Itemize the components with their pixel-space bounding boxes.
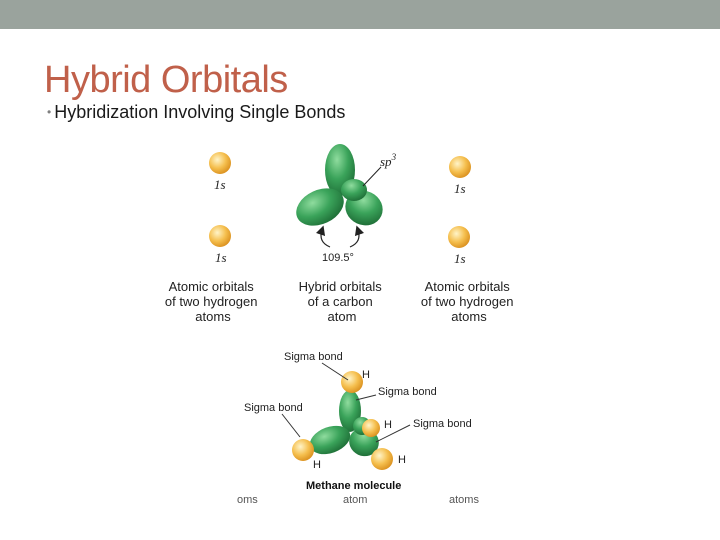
hydrogen-label-left: H	[313, 459, 321, 471]
hydrogen-label-back: H	[384, 419, 392, 431]
methane-h-top	[341, 371, 363, 393]
methane-lobe-left	[309, 425, 351, 455]
leader-sigma-right	[375, 424, 411, 443]
h-1s-orbital-left-top	[209, 152, 231, 174]
methane-h-back	[362, 419, 380, 437]
sigma-bond-label-upper-right: Sigma bond	[378, 386, 437, 398]
bullet-item: •Hybridization Involving Single Bonds	[47, 101, 345, 125]
sigma-bond-label-top: Sigma bond	[284, 351, 343, 363]
methane-h-left	[292, 439, 314, 461]
bullet-text: Hybridization Involving Single Bonds	[54, 102, 346, 122]
top-diagram: 1s 1s 1s 1s sp3 109.5° Atomic orbitals o…	[165, 144, 517, 324]
leader-sigma-upper-right	[355, 394, 377, 401]
bullet-marker: •	[47, 105, 52, 119]
obscured-caption-center: atom	[343, 494, 367, 506]
label-1s-left-bottom: 1s	[215, 250, 227, 265]
sp3-lobe-left	[296, 188, 344, 226]
sp3-pointer-line	[362, 166, 382, 187]
sigma-bond-label-right: Sigma bond	[413, 418, 472, 430]
methane-caption: Methane molecule	[306, 480, 401, 492]
h-1s-orbital-left-bottom	[209, 225, 231, 247]
label-1s-right-bottom: 1s	[454, 251, 466, 266]
sigma-bond-label-left: Sigma bond	[244, 402, 303, 414]
sp3-label: sp3	[380, 152, 397, 169]
sp3-lobe-back	[341, 179, 367, 201]
top-bar	[0, 0, 720, 29]
h-1s-orbital-right-bottom	[448, 226, 470, 248]
caption-center: Hybrid orbitals of a carbon atom	[299, 279, 386, 324]
caption-left: Atomic orbitals of two hydrogen atoms	[165, 279, 261, 324]
angle-arrow-left	[315, 225, 331, 248]
label-1s-right-top: 1s	[454, 181, 466, 196]
slide-title: Hybrid Orbitals	[44, 59, 288, 101]
methane-h-right	[371, 448, 393, 470]
obscured-caption-right: atoms	[449, 494, 479, 506]
obscured-caption-left: oms	[237, 494, 258, 506]
hydrogen-label-top: H	[362, 369, 370, 381]
leader-sigma-top	[321, 362, 349, 381]
h-1s-orbital-right-top	[449, 156, 471, 178]
caption-right: Atomic orbitals of two hydrogen atoms	[421, 279, 517, 324]
leader-sigma-left	[281, 413, 301, 438]
methane-diagram: oms atom atoms Sigma bond Sigma bond Sig…	[237, 351, 479, 506]
sp3-hybrid-orbitals	[296, 144, 383, 226]
angle-arrow-right	[349, 225, 365, 248]
bond-angle-label: 109.5°	[322, 252, 354, 264]
methane-caption-backing	[304, 477, 414, 493]
label-1s-left-top: 1s	[214, 177, 226, 192]
hydrogen-label-right: H	[398, 454, 406, 466]
